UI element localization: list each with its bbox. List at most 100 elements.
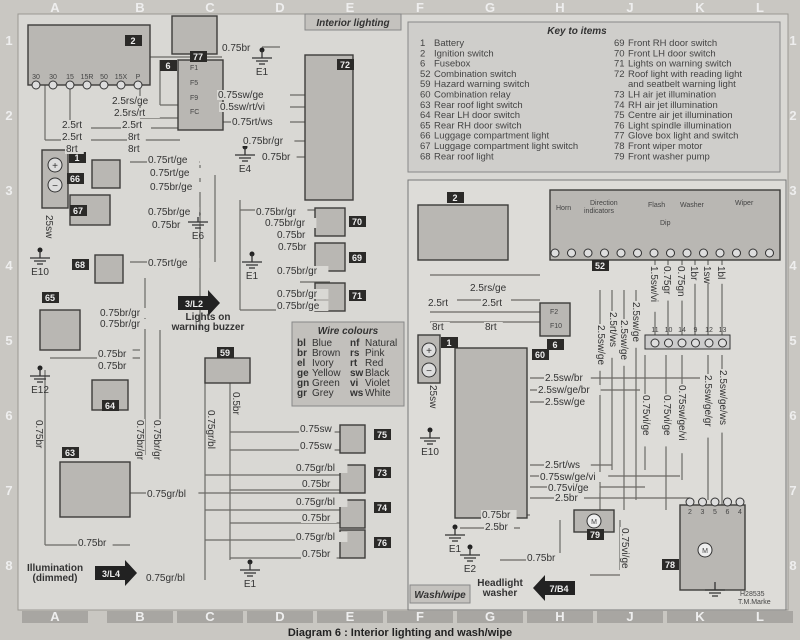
wire-label: 0.75vi/ge [548, 483, 589, 494]
battery-plus-icon [47, 157, 63, 173]
wire-label-background [151, 220, 187, 230]
wire-label: 2.5br [485, 522, 508, 533]
component-72-body [304, 54, 354, 201]
wire-label-background [149, 182, 202, 192]
wire-label: 2.5sw/ge [630, 302, 641, 342]
wire-label: 0.75br/gr [243, 136, 284, 147]
component-number-badge [190, 51, 207, 62]
wire-label-background [261, 152, 297, 162]
wire-colour-name: Ivory [312, 358, 334, 369]
switch-52-label: Wiper [735, 200, 754, 207]
component-number-badge [69, 152, 86, 163]
motor-pin-label: 3 [701, 509, 705, 516]
wire-label: 0.75br [302, 479, 331, 490]
key-item-name: Ignition switch [434, 48, 494, 59]
wire-label-background [301, 549, 337, 559]
wire-label: 0.75gn [675, 266, 686, 297]
key-item-number: 71 [614, 59, 625, 70]
wire-colour-name: Natural [365, 338, 397, 349]
wire-label: 2.5rt [428, 298, 448, 309]
key-item-number: 2 [420, 48, 425, 59]
wire-colour-code: gr [297, 388, 307, 399]
component-number: 67 [73, 206, 83, 216]
battery-sign: + [426, 346, 432, 357]
wire-label: 2.5rs/ge [112, 96, 149, 107]
switch-52-terminal [748, 248, 758, 258]
ground-icon [30, 250, 50, 265]
wire-label-background [544, 373, 591, 383]
key-item-name: Fusebox [434, 59, 471, 70]
grid-column-cell-bottom [527, 611, 593, 623]
wire-label-background [484, 522, 514, 532]
connector-text-1: Illumination [27, 563, 83, 574]
switch-52-terminal [649, 248, 659, 258]
diagram-caption: Diagram 6 : Interior lighting and wash/w… [288, 627, 512, 639]
key-item-name: Glove box light and switch [628, 131, 738, 142]
component-66-body [91, 159, 121, 189]
key-item-name: Front washer pump [628, 151, 710, 162]
ground-icon [420, 430, 440, 445]
wire-label: 0.75sw/ge [218, 90, 264, 101]
grid-column-cell-bottom [317, 611, 383, 623]
ground-label: E4 [239, 164, 252, 175]
wire-label-background [145, 573, 198, 583]
component-52-body [549, 189, 781, 261]
key-item-name: Front LH door switch [628, 48, 716, 59]
grid-row-label-right: 5 [789, 333, 796, 348]
wire-label-background [301, 479, 337, 489]
key-item-name: Rear LH door switch [434, 110, 520, 121]
key-item-name: Roof light with reading light [628, 69, 742, 80]
wire-label-background [61, 132, 91, 142]
switch-52-terminal [715, 248, 725, 258]
wire-label: 2.5rt/ws [545, 460, 580, 471]
terminal-label: 15X [115, 74, 128, 81]
component-number-badge [374, 502, 391, 513]
wire-colour-code: rs [350, 348, 360, 359]
grid-column-label: L [756, 609, 764, 624]
connector-ref: 7/B4 [549, 584, 568, 594]
battery-minus-icon [421, 362, 437, 378]
wire-label: 0.75br [222, 43, 251, 54]
wire-label-background [152, 419, 162, 472]
wire-label-background [77, 538, 113, 548]
connector-pin [677, 338, 687, 348]
wire-label: 0.75br/gr [100, 319, 141, 330]
wire-label: 0.75br [262, 152, 291, 163]
component-77-body [171, 15, 218, 55]
component-number: 69 [352, 253, 362, 263]
component-number: 79 [590, 530, 600, 540]
component-number: 6 [165, 61, 170, 71]
wire-label-background [702, 265, 712, 284]
key-item-name: Rear roof light [434, 151, 494, 162]
component-number-badge [374, 467, 391, 478]
wire-label-background [97, 349, 133, 359]
component-number-badge [349, 252, 366, 263]
component-number: 64 [105, 401, 115, 411]
motor-pin [685, 497, 695, 507]
grid-row-label: 2 [5, 108, 12, 123]
component-number: 1 [74, 153, 79, 163]
wire-label: 0.75br/gr [277, 266, 318, 277]
key-item-name: Centre air jet illumination [628, 110, 733, 121]
switch-52-terminal [732, 248, 741, 258]
grid-row-label-right: 6 [789, 408, 796, 423]
wire-label-background [301, 513, 337, 523]
ground-icon [188, 214, 208, 229]
wire-label-background [276, 289, 329, 299]
wire-label: 25sw [43, 215, 54, 239]
key-item-number: 52 [420, 69, 431, 80]
wire-colour-code: nf [350, 338, 360, 349]
connector-arrow-7-B4 [533, 575, 575, 601]
grid-column-label: E [346, 609, 355, 624]
key-box [407, 21, 781, 173]
wire-label-background [526, 553, 562, 563]
component-6-body [177, 59, 224, 131]
grid-column-cell-bottom [387, 611, 453, 623]
connector-pin-label: 9 [694, 327, 698, 334]
component-number-badge [70, 205, 87, 216]
connector-ref: 3/L4 [102, 569, 120, 579]
wire-colour-code: ge [297, 368, 309, 379]
wire-label: 1.5sw/vi [648, 266, 659, 302]
interior-section-label: Interior lighting [316, 18, 389, 29]
